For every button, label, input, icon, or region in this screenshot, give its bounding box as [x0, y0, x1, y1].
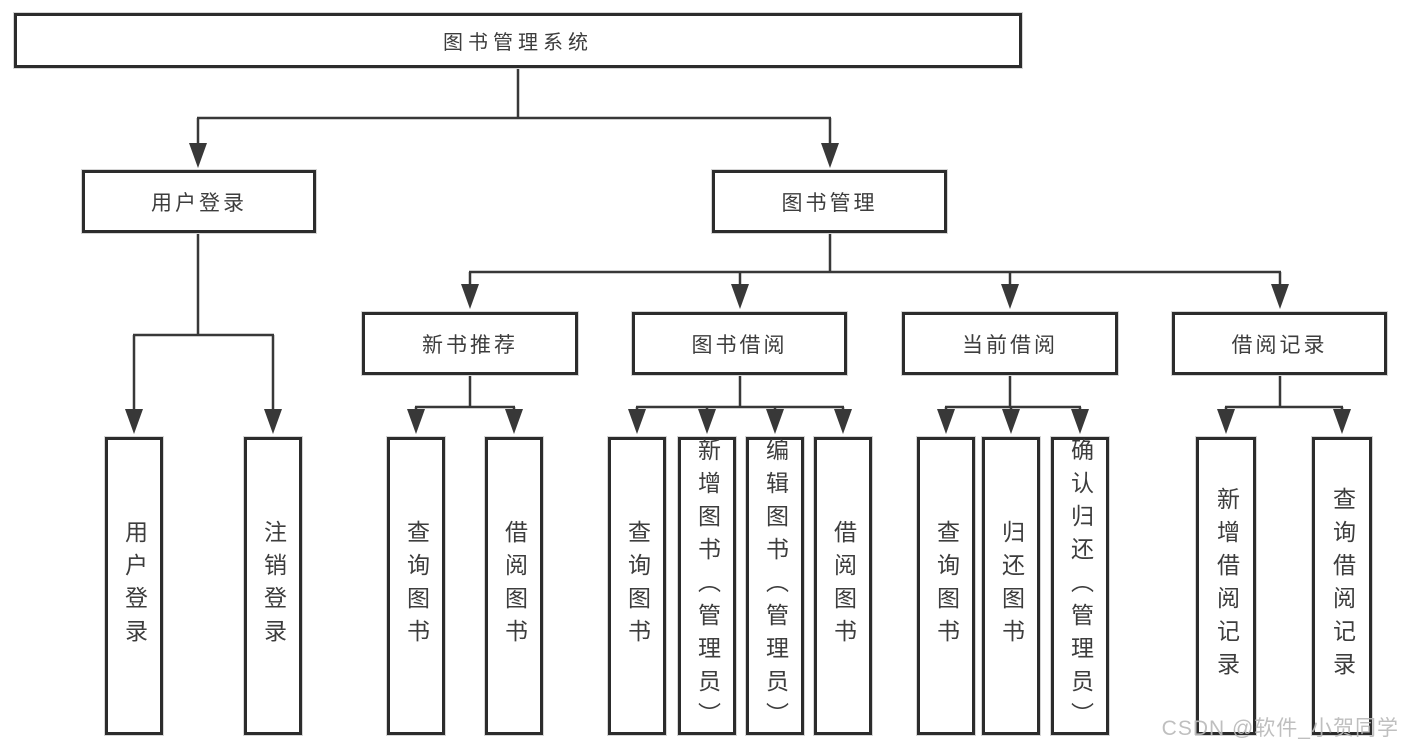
connector-segments	[132, 68, 1344, 411]
arrowhead	[125, 409, 143, 434]
arrowhead	[821, 143, 839, 168]
arrowheads	[125, 143, 1351, 434]
connector-currentborrow-to-leaves	[944, 375, 1082, 411]
arrowhead	[1217, 409, 1235, 434]
watermark: CSDN @软件_小贺同学	[1161, 717, 1399, 740]
connector-bookmgmt-to-level3	[468, 233, 1282, 285]
node-library-system: 图书管理系统	[14, 13, 1022, 68]
leaf-query-books-current: 查询图书	[917, 437, 975, 735]
connector-userlogin-to-leaves	[132, 233, 275, 410]
arrowhead	[1333, 409, 1351, 434]
node-borrow-records: 借阅记录	[1172, 312, 1387, 375]
leaf-add-borrow-record: 新增借阅记录	[1196, 437, 1256, 735]
leaf-query-books-recommend: 查询图书	[387, 437, 445, 735]
arrowhead	[937, 409, 955, 434]
node-book-borrow: 图书借阅	[632, 312, 847, 375]
arrowhead	[1271, 284, 1289, 309]
arrowhead	[407, 409, 425, 434]
leaf-borrow-books-recommend: 借阅图书	[485, 437, 543, 735]
leaf-edit-book-admin: 编辑图书（管理员）	[746, 437, 804, 735]
arrowhead	[1002, 409, 1020, 434]
arrowhead	[1071, 409, 1089, 434]
connector-bookborrow-to-leaves	[635, 375, 845, 411]
arrowhead	[505, 409, 523, 434]
arrowhead	[264, 409, 282, 434]
leaf-query-borrow-record: 查询借阅记录	[1312, 437, 1372, 735]
node-current-borrow: 当前借阅	[902, 312, 1118, 375]
connector-newbook-to-leaves	[414, 375, 516, 411]
arrowhead	[628, 409, 646, 434]
connector-borrowrecord-to-leaves	[1224, 375, 1344, 411]
leaf-borrow-books: 借阅图书	[814, 437, 872, 735]
arrowhead	[189, 143, 207, 168]
connector-root-to-level2	[196, 68, 832, 146]
node-user-login: 用户登录	[82, 170, 316, 233]
leaf-return-books: 归还图书	[982, 437, 1040, 735]
leaf-user-login: 用户登录	[105, 437, 163, 735]
node-book-management: 图书管理	[712, 170, 947, 233]
node-new-book-recommend: 新书推荐	[362, 312, 578, 375]
arrowhead	[1001, 284, 1019, 309]
leaf-logout: 注销登录	[244, 437, 302, 735]
leaf-query-books-borrow: 查询图书	[608, 437, 666, 735]
arrowhead	[461, 284, 479, 309]
arrowhead	[834, 409, 852, 434]
arrowhead	[731, 284, 749, 309]
leaf-add-book-admin: 新增图书（管理员）	[678, 437, 736, 735]
leaf-confirm-return-admin: 确认归还（管理员）	[1051, 437, 1109, 735]
arrowhead	[766, 409, 784, 434]
arrowhead	[698, 409, 716, 434]
